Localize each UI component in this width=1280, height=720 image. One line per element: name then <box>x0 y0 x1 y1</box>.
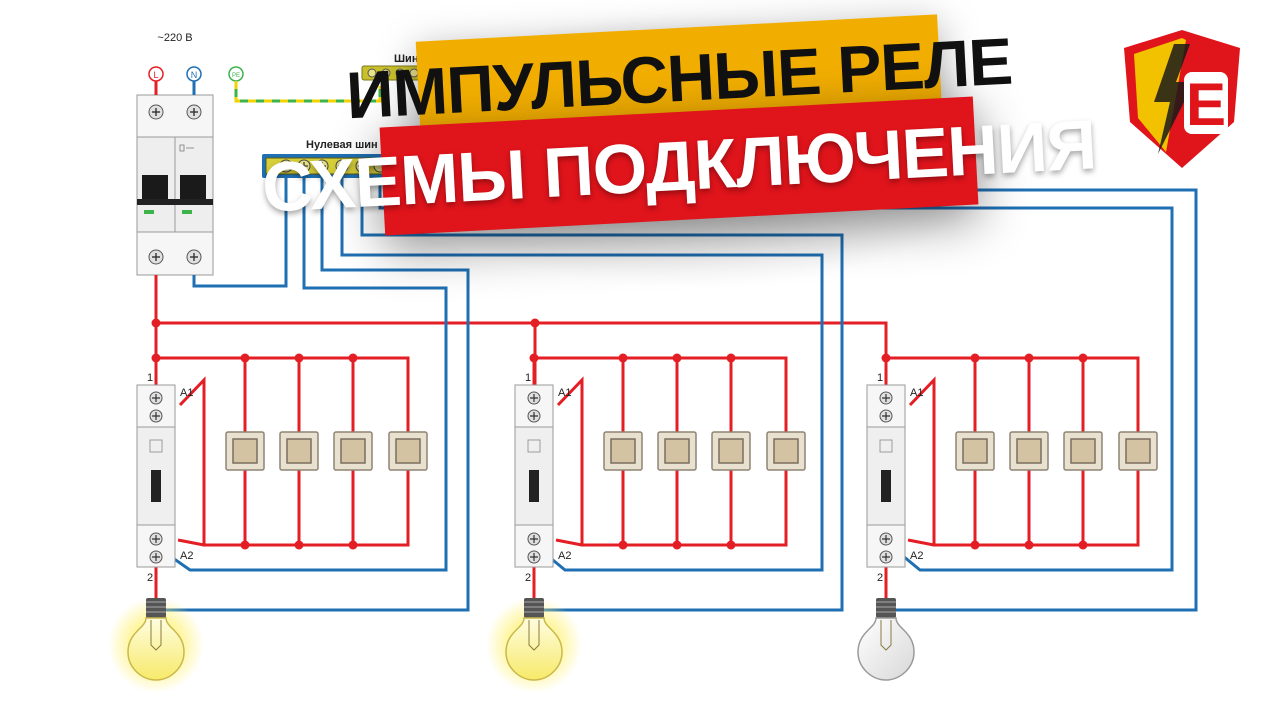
impulse-relay <box>514 384 554 568</box>
relay-pin-2-label: 2 <box>147 572 153 584</box>
relay-a2-label: A2 <box>180 550 193 562</box>
relay-a2-label: A2 <box>558 550 571 562</box>
pe-wire <box>234 81 382 103</box>
wall-switch <box>279 431 319 471</box>
supply-voltage-label: ~220 В <box>157 32 192 44</box>
lamp-off-icon <box>857 598 915 681</box>
wall-switch <box>1118 431 1158 471</box>
terminal-n-label: N <box>191 70 198 80</box>
logo: E <box>1124 30 1240 168</box>
wall-switch <box>657 431 697 471</box>
wall-switch <box>766 431 806 471</box>
terminal-pe: PE <box>228 66 244 82</box>
phase-bus <box>534 356 788 547</box>
wall-switch <box>1063 431 1103 471</box>
relay-a1-label: A1 <box>180 387 193 399</box>
phase-bus <box>156 356 410 547</box>
terminal-l-label: L <box>153 70 158 80</box>
wall-switch <box>333 431 373 471</box>
neutral-bus <box>262 154 392 178</box>
ground-bus-label: Шин <box>394 53 418 65</box>
neutral-bus-label: Нулевая шин <box>306 139 378 151</box>
relay-pin-1-label: 1 <box>877 372 883 384</box>
lightning-bolt-icon <box>1154 44 1194 154</box>
relay-pin-1-label: 1 <box>525 372 531 384</box>
wall-switch <box>711 431 751 471</box>
relay-pin-2-label: 2 <box>877 572 883 584</box>
wall-switch <box>603 431 643 471</box>
wall-switch <box>225 431 265 471</box>
relay-pin-1-label: 1 <box>147 372 153 384</box>
logo-letter: E <box>1186 71 1226 138</box>
relay-pin-2-label: 2 <box>525 572 531 584</box>
junction-dots <box>151 318 540 328</box>
relay-a2-label: A2 <box>910 550 923 562</box>
phase-bus <box>886 356 1140 547</box>
terminal-n: N <box>186 66 202 82</box>
relay-a1-label: A1 <box>558 387 571 399</box>
wall-switch <box>388 431 428 471</box>
terminal-l: L <box>148 66 164 82</box>
impulse-relay <box>866 384 906 568</box>
circuit-breaker <box>136 94 214 276</box>
lamp-on-icon <box>108 597 204 693</box>
wall-switch <box>955 431 995 471</box>
terminal-pe-label: PE <box>232 73 240 79</box>
lamp-on-icon <box>486 597 582 693</box>
wall-switch <box>1009 431 1049 471</box>
impulse-relay <box>136 384 176 568</box>
relay-a1-label: A1 <box>910 387 923 399</box>
